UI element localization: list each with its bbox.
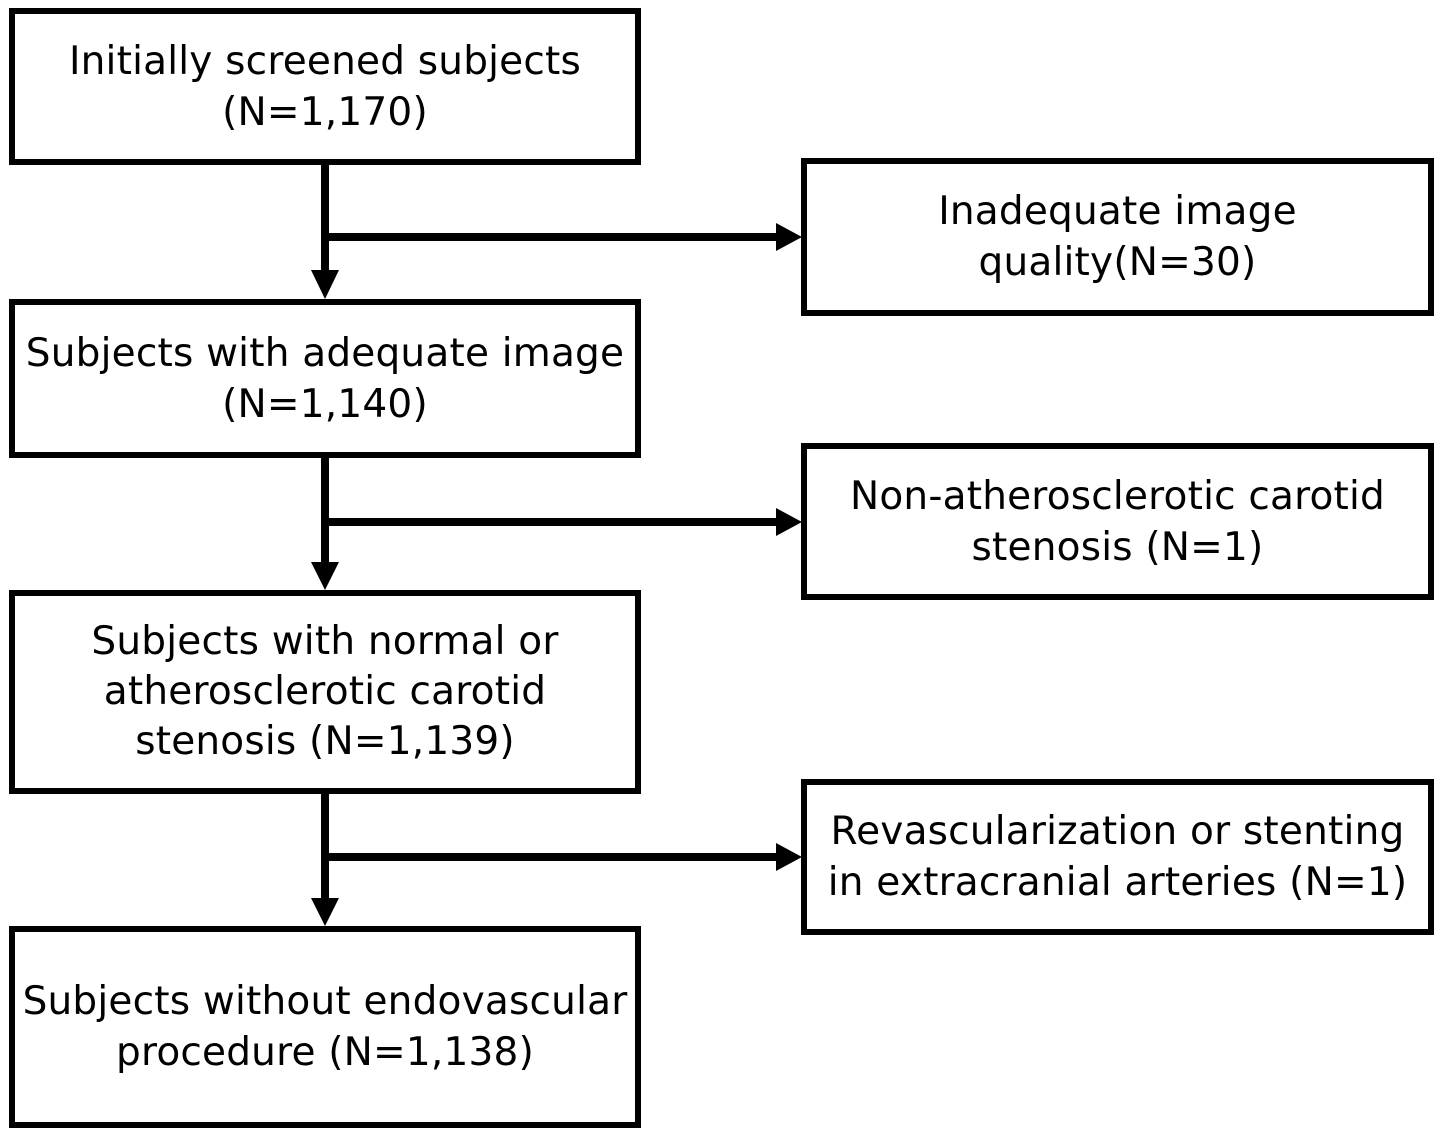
box-without-endovascular: Subjects without endovascular procedure … xyxy=(9,926,641,1128)
box-text-line: procedure (N=1,138) xyxy=(115,1030,534,1075)
box-text-line: (N=1,170) xyxy=(222,89,428,135)
box-adequate-image: Subjects with adequate image (N=1,140) xyxy=(9,299,641,458)
arrowhead-down-2 xyxy=(311,562,339,590)
box-text-line: Subjects with normal or xyxy=(91,619,559,664)
arrowhead-right-2 xyxy=(776,508,802,536)
exclusion-box-revascularization: Revascularization or stenting in extracr… xyxy=(801,779,1434,935)
box-text-line: in extracranial arteries (N=1) xyxy=(827,860,1408,905)
box-normal-or-atherosclerotic: Subjects with normal or atherosclerotic … xyxy=(9,590,641,794)
box-text-line: quality(N=30) xyxy=(978,240,1257,285)
box-text-line: Initially screened subjects xyxy=(68,38,582,84)
box-text-line: (N=1,140) xyxy=(222,381,428,427)
box-initially-screened: Initially screened subjects (N=1,170) xyxy=(9,8,641,165)
box-text-line: Revascularization or stenting xyxy=(830,809,1405,854)
box-text-line: Subjects without endovascular xyxy=(22,979,628,1024)
exclusion-box-non-atherosclerotic: Non-atherosclerotic carotid stenosis (N=… xyxy=(801,443,1434,600)
exclusion-box-inadequate-quality: Inadequate image quality(N=30) xyxy=(801,158,1434,316)
arrowhead-right-1 xyxy=(776,223,802,251)
box-text-line: Inadequate image xyxy=(938,189,1297,234)
box-text-line: stenosis (N=1) xyxy=(971,524,1264,570)
box-text-line: Non-atherosclerotic carotid xyxy=(849,473,1386,519)
arrowhead-down-3 xyxy=(311,898,339,926)
box-text-line: Subjects with adequate image xyxy=(25,330,625,376)
arrowhead-right-3 xyxy=(776,843,802,871)
arrowhead-down-1 xyxy=(311,270,339,299)
box-text-line: atherosclerotic carotid xyxy=(103,669,547,714)
box-text-line: stenosis (N=1,139) xyxy=(135,719,515,764)
